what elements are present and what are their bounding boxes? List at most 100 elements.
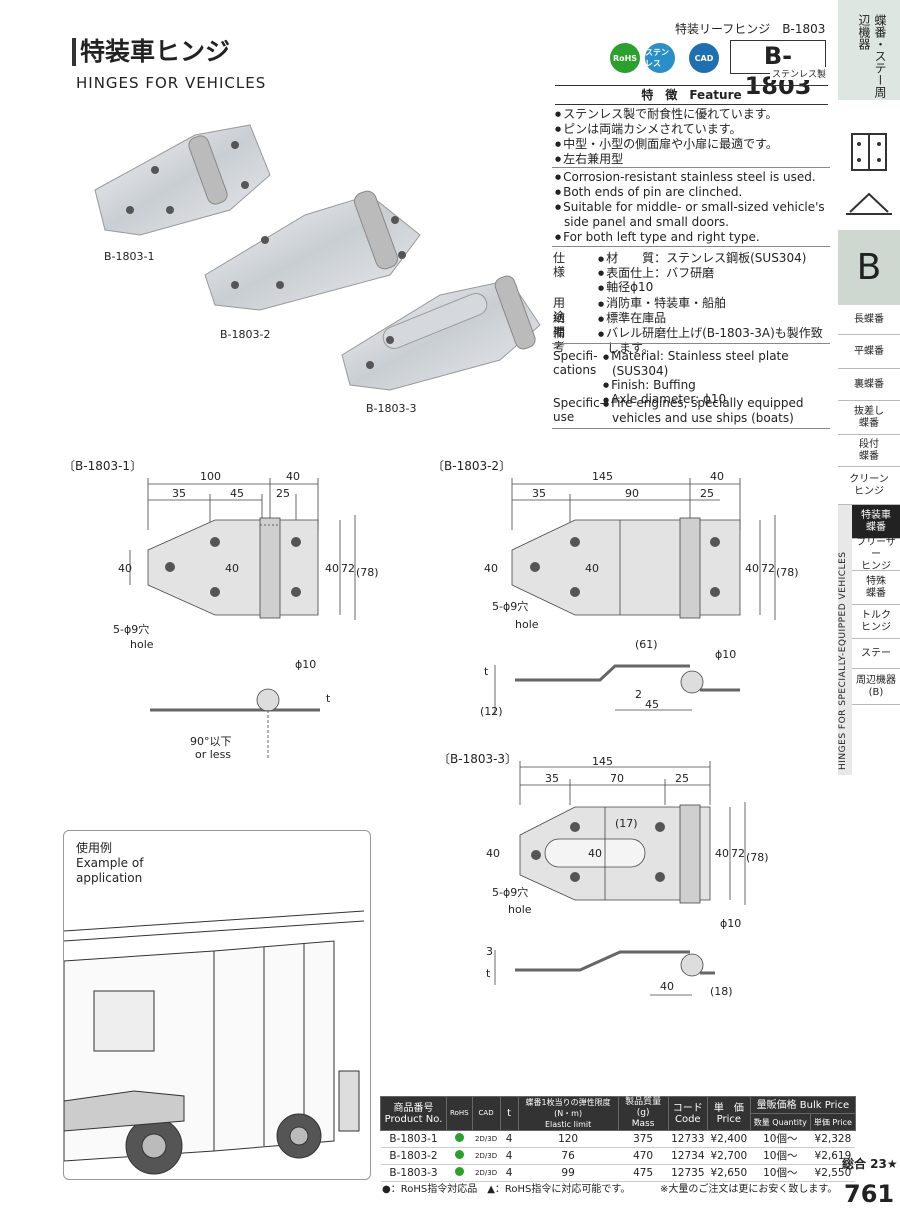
category-sidebar: 蝶番・ステー周辺機器 B 長蝶番 平蝶番 裏蝶番 抜差し 蝶番 段付 蝶番 クリ… [838, 0, 900, 1226]
sidebar-item-flat-hinge[interactable]: 平蝶番 [838, 335, 900, 369]
cell-t: 4 [500, 1147, 519, 1165]
dim-label: 40 [286, 470, 300, 483]
rohs-dot-icon [454, 1167, 464, 1176]
dim-label: 40 [745, 562, 759, 575]
spec-row: 仕 様 材 質：ステンレス鋼板(SUS304)表面仕上：バフ研磨軸径ϕ10 [553, 251, 833, 295]
feature-item: 左右兼用型 [555, 152, 833, 167]
drawing-label: 〔B-1803-3〕 [438, 752, 518, 766]
spec-value: 標準在庫品 [598, 311, 833, 326]
product-table: 商品番号 Product No. RoHS CAD t 蝶番1枚当りの弾性限度(… [380, 1096, 856, 1182]
cell-mass: 375 [618, 1130, 669, 1148]
dim-label: 90 [625, 487, 639, 500]
cell-product: B-1803-1 [380, 1130, 447, 1148]
dim-label: 145 [592, 470, 613, 483]
dim-label: (78) [776, 566, 799, 579]
cell-elastic: 120 [518, 1130, 619, 1148]
sidebar-item-liftoff-hinge[interactable]: 抜差し 蝶番 [838, 401, 900, 435]
sidebar-item-long-hinge[interactable]: 長蝶番 [838, 305, 900, 335]
features-heading: 特 徴 Feature [555, 85, 828, 105]
hinge-photo-1 [94, 124, 271, 236]
cell-price: ¥2,400 [707, 1130, 751, 1148]
dim-label: (61) [635, 638, 658, 651]
sidebar-item-torque-hinge[interactable]: トルク ヒンジ [838, 605, 900, 639]
dim-label: t [326, 692, 331, 705]
cell-t: 4 [500, 1130, 519, 1148]
fire-truck-illustration [64, 910, 365, 1175]
model-material: ステンレス製 [770, 67, 829, 80]
cell-qty: 10個〜 [750, 1147, 811, 1165]
rohs-dot-icon [454, 1133, 464, 1142]
dim-label: 5-ϕ9穴 [492, 599, 528, 613]
cell-rohs [446, 1164, 473, 1182]
header-mass: 製品質量(g) Mass [617, 1096, 669, 1131]
sidebar-item-stay[interactable]: ステー [838, 639, 900, 669]
cell-qty: 10個〜 [750, 1130, 811, 1148]
divider [552, 428, 830, 429]
sidebar-section-letter: B [838, 230, 900, 305]
header-elastic: 蝶番1枚当りの弾性限度(N・m) Elastic limit [517, 1096, 619, 1131]
cell-code: 12734 [668, 1147, 708, 1165]
dim-label: 25 [675, 772, 689, 785]
photo-label: B-1803-3 [366, 402, 417, 415]
cell-bulk: ¥2,328 [810, 1130, 856, 1148]
cell-code: 12733 [668, 1130, 708, 1148]
cell-product: B-1803-2 [380, 1147, 447, 1165]
dim-label: (12) [480, 705, 503, 718]
dim-label: hole [515, 618, 539, 631]
photo-label: B-1803-1 [104, 250, 155, 263]
drawing-b1803-1: 100 40 35 45 25 40 40 40 72 (78) 5-ϕ9穴 h… [113, 470, 379, 761]
dim-label: t [484, 665, 489, 678]
cell-elastic: 76 [518, 1147, 619, 1165]
dim-label: 40 [484, 562, 498, 575]
cell-cad[interactable]: 2D/3D [472, 1147, 501, 1165]
dim-label: 25 [276, 487, 290, 500]
sidebar-header: 蝶番・ステー周辺機器 [838, 0, 900, 100]
dim-label: 40 [715, 847, 729, 860]
cell-mass: 475 [618, 1164, 669, 1182]
spec-value: 軸径ϕ10 [598, 280, 833, 295]
dim-label: 72 [341, 562, 355, 575]
cell-t: 4 [500, 1164, 519, 1182]
spec-row: Specific- use Fire engines, specially eq… [553, 396, 833, 425]
cell-cad[interactable]: 2D/3D [472, 1164, 501, 1182]
spec-value: Fire engines, specially equipped vehicle… [603, 396, 833, 425]
header-code: コード Code [667, 1096, 709, 1131]
dim-label: 40 [325, 562, 339, 575]
hinge-photo-2 [204, 190, 421, 311]
features-jp-list: ステンレス製で耐食性に優れています。 ピンは両端カシメされています。 中型・小型… [555, 107, 833, 167]
spec-value: Finish: Buffing [603, 378, 833, 393]
spec-key: Specific- use [553, 396, 605, 424]
cell-cad[interactable]: 2D/3D [472, 1130, 501, 1148]
sidebar-item-stepped-hinge[interactable]: 段付 蝶番 [838, 435, 900, 467]
dim-label: 35 [172, 487, 186, 500]
sidebar-item-freezer-hinge[interactable]: フリーザー ヒンジ [838, 537, 900, 572]
dim-label: 40 [660, 980, 674, 993]
cell-price: ¥2,650 [707, 1164, 751, 1182]
sidebar-item-back-hinge[interactable]: 裏蝶番 [838, 369, 900, 401]
dim-label: 45 [230, 487, 244, 500]
feature-item: ピンは両端カシメされています。 [555, 122, 833, 137]
spec-key: 仕 様 [553, 251, 586, 279]
header-cad: CAD [471, 1096, 501, 1131]
sidebar-vertical-title: HINGES FOR SPECIALLY-EQUIPPED VEHICLES [838, 551, 848, 770]
hinge-photo-3 [341, 275, 541, 391]
cell-mass: 470 [618, 1147, 669, 1165]
header-price: 単 価 Price [707, 1096, 751, 1131]
cell-bulk: ¥2,619 [810, 1147, 856, 1165]
sidebar-item-special-hinge[interactable]: 特殊 蝶番 [838, 571, 900, 605]
drawing-label: 〔B-1803-2〕 [432, 459, 512, 473]
dim-label: 40 [588, 847, 602, 860]
dim-label: 25 [700, 487, 714, 500]
dim-label: 35 [532, 487, 546, 500]
sidebar-item-peripherals[interactable]: 周辺機器 (B) [838, 669, 900, 705]
dim-label: 40 [585, 562, 599, 575]
sidebar-item-clean-hinge[interactable]: クリーン ヒンジ [838, 467, 900, 505]
header-t: t [499, 1096, 519, 1131]
dim-label: ϕ10 [720, 917, 741, 930]
feature-item: For both left type and right type. [555, 230, 833, 245]
dim-label: 70 [610, 772, 624, 785]
page-title: 特装車ヒンジ [72, 38, 230, 66]
dim-label: hole [508, 903, 532, 916]
cell-bulk: ¥2,550 [810, 1164, 856, 1182]
drawing-b1803-2: 145 40 35 90 25 40 40 40 72 (78) 5-ϕ9穴 h… [480, 470, 799, 718]
